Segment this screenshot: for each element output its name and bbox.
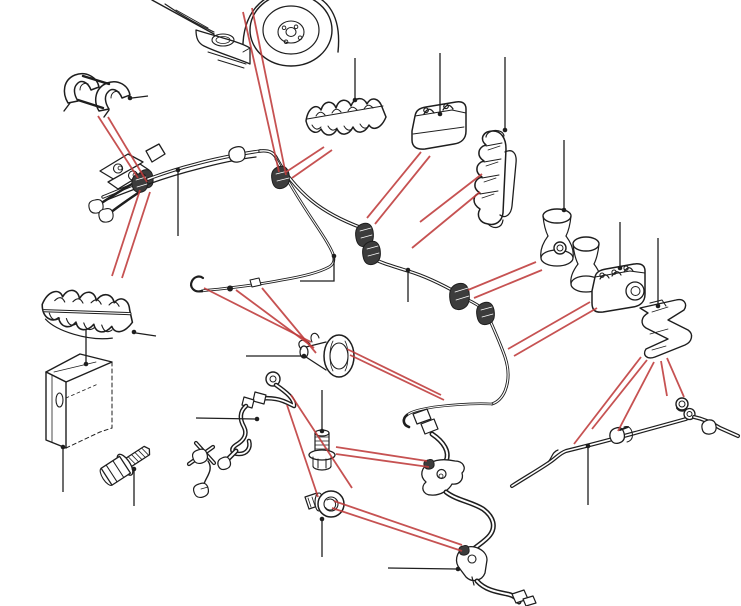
part-leader-lines <box>60 53 661 572</box>
red-callout-line <box>660 360 668 397</box>
leader-dot <box>502 127 508 133</box>
parts-layer <box>41 0 740 606</box>
leader-dot <box>301 353 307 359</box>
leader-dot <box>455 566 461 572</box>
red-callout-line <box>285 146 325 173</box>
red-callout-line <box>111 189 141 277</box>
leader-dot <box>83 361 89 367</box>
red-callout-line <box>251 7 287 176</box>
leader-dot <box>254 416 260 422</box>
leader-dot <box>127 95 133 101</box>
red-callout-line <box>291 149 333 179</box>
part-rear-hose-assembly <box>412 408 537 606</box>
red-callout-line <box>335 453 430 468</box>
red-callout-line <box>290 394 353 489</box>
leader-dot <box>405 267 411 273</box>
leader-line <box>387 567 457 570</box>
red-callout-line <box>374 155 431 225</box>
leader-dot <box>352 97 358 103</box>
part-pipe-nut <box>675 397 689 412</box>
red-callout-line <box>366 151 422 219</box>
red-callout-line <box>235 289 315 349</box>
part-three-way-block-clip <box>591 263 646 313</box>
part-multi-pipe-comb-clip-left <box>41 289 134 340</box>
part-pipe-clip-marker-a <box>271 165 290 190</box>
leader-dot <box>60 444 66 450</box>
red-callout-line <box>335 446 428 462</box>
leader-dot <box>331 253 337 259</box>
part-front-brake-hose <box>186 371 297 499</box>
leader-line <box>135 332 157 337</box>
part-vehicle-front-body <box>151 0 340 69</box>
red-callout-line <box>507 301 591 350</box>
leader-dot <box>319 428 325 434</box>
red-callout-line <box>419 173 483 223</box>
leader-dot <box>585 443 591 449</box>
red-callout-line <box>331 507 463 552</box>
red-callout-line <box>591 359 648 430</box>
part-pipe-grommet-b <box>476 301 495 326</box>
leader-line <box>300 258 335 282</box>
part-flanged-hex-bolt <box>99 445 151 486</box>
red-callout-line <box>286 404 319 498</box>
red-callout-line <box>573 356 642 445</box>
leader-dot <box>561 207 567 213</box>
part-pipe-grommet-pair <box>355 222 381 266</box>
leader-dot <box>617 265 623 271</box>
leader-line <box>131 95 149 99</box>
leader-dot <box>655 303 661 309</box>
red-callout-line <box>97 115 139 179</box>
red-callout-line <box>411 191 481 249</box>
part-two-way-block-clip <box>411 101 467 150</box>
part-pipe-grommet-a <box>449 282 470 311</box>
leader-line <box>195 417 256 420</box>
red-callout-line <box>513 307 598 357</box>
part-lower-pipe-run <box>510 407 740 488</box>
red-callout-line <box>261 287 317 354</box>
red-callout-line <box>346 348 442 396</box>
part-socket-head-screw <box>304 490 345 518</box>
red-callout-line <box>473 269 543 299</box>
part-folded-spring-clip <box>639 298 693 359</box>
red-callout-line <box>242 11 280 173</box>
part-double-pipe-clip <box>63 73 131 118</box>
red-callout-line <box>467 261 537 291</box>
part-multi-pipe-comb-clip-top <box>305 97 387 136</box>
part-pipe-clip-marker-b <box>131 173 148 193</box>
red-callout-line <box>333 500 463 546</box>
red-callout-line <box>617 361 655 432</box>
leader-dot <box>319 516 325 522</box>
red-callout-line <box>107 116 148 183</box>
part-mounting-bracket <box>45 353 113 449</box>
leader-dot <box>437 111 443 117</box>
red-callout-line <box>666 357 685 398</box>
red-callout-lines <box>97 7 685 552</box>
leader-dot <box>175 167 181 173</box>
red-callout-line <box>349 354 445 401</box>
leader-dot <box>131 466 137 472</box>
leader-dot <box>131 329 137 335</box>
red-callout-line <box>121 191 151 279</box>
